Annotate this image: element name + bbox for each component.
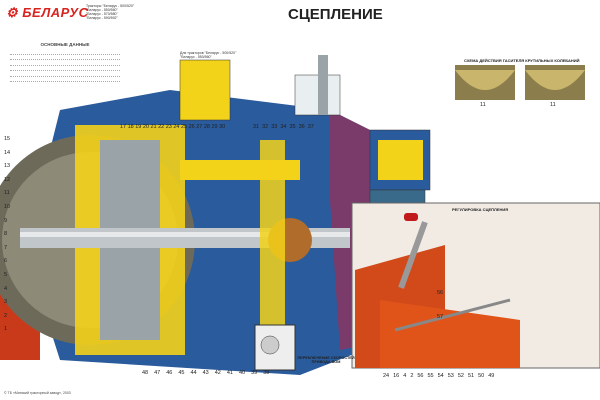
- callout-number: 49: [488, 373, 495, 379]
- callout-number: 19: [135, 124, 142, 130]
- callout-number: 34: [280, 124, 287, 130]
- callout-number: 28: [203, 124, 210, 130]
- callout-number: 10: [4, 203, 11, 210]
- damper-label-right: 11: [550, 102, 556, 108]
- table-row: [10, 77, 120, 82]
- callout-number: 11: [4, 190, 10, 197]
- callout-number: 4: [4, 285, 8, 292]
- adjustment-heading: РЕГУЛИРОВКА СЦЕПЛЕНИЯ: [452, 207, 509, 212]
- callout-number: 57: [437, 314, 444, 320]
- inset-top: [179, 59, 231, 121]
- callout-number: 42: [214, 370, 221, 376]
- callout-number: 17: [120, 124, 127, 130]
- callout-number: 52: [457, 373, 464, 379]
- callout-number: 6: [4, 258, 8, 265]
- brand-name: БЕЛАРУС: [22, 5, 89, 20]
- callout-number: 7: [4, 244, 8, 251]
- callout-number: 2: [4, 312, 8, 319]
- callout-number: 22: [158, 124, 165, 130]
- damper-heading: СХЕМА ДЕЙСТВИЯ ГАСИТЕЛЯ КРУТИЛЬНЫХ КОЛЕБ…: [464, 58, 580, 63]
- callout-number: 26: [188, 124, 195, 130]
- damper-label-left: 11: [480, 102, 486, 108]
- pto-heading: ПЕРЕКЛЮЧЕНИЕ СКОРОСТЕЙ ПРИВОДА ВОМ: [297, 356, 355, 364]
- callout-number: 24: [173, 124, 180, 130]
- callout-number: 24: [383, 373, 390, 379]
- callout-number: 54: [437, 373, 444, 379]
- callouts-bottom: 48 47 46 45 44 43 42 41 40 39 38: [142, 370, 269, 376]
- callout-number: 16: [393, 373, 400, 379]
- pto-section: ПЕРЕКЛЮЧЕНИЕ СКОРОСТЕЙ ПРИВОДА ВОМ: [296, 356, 356, 364]
- callout-number: 2: [410, 373, 414, 379]
- callout-number: 37: [307, 124, 314, 130]
- callout-number: 20: [142, 124, 149, 130]
- callout-number: 12: [4, 176, 11, 183]
- callout-number: 38: [263, 370, 270, 376]
- table-row: [10, 66, 120, 71]
- linkage-area: [380, 300, 520, 368]
- basic-data-heading: ОСНОВНЫЕ ДАННЫЕ: [40, 42, 90, 47]
- callouts-left: 15 14 13 12 11 10 9 8 7 6 5 4 3 2 1: [4, 133, 16, 337]
- callout-number: 18: [127, 124, 134, 130]
- callout-number: 8: [4, 231, 8, 238]
- callout-number: 56: [437, 290, 444, 296]
- models-list: Тракторы "Беларус - 500/520" "Беларус - …: [86, 4, 135, 20]
- inset-shaft: [294, 74, 341, 116]
- callout-number: 1: [4, 326, 8, 333]
- callout-number: 51: [468, 373, 475, 379]
- callout-number: 33: [271, 124, 278, 130]
- callout-number: 45: [178, 370, 185, 376]
- adjustment-text: РЕГУЛИРОВКА СЦЕПЛЕНИЯ: [452, 207, 592, 212]
- table-row: [10, 49, 120, 55]
- callout-number: 30: [219, 124, 226, 130]
- clutch-pedal: [398, 221, 428, 289]
- basic-data-table: ОСНОВНЫЕ ДАННЫЕ: [10, 42, 120, 82]
- table-row: [10, 60, 120, 66]
- callout-number: 32: [262, 124, 269, 130]
- callout-number: 23: [165, 124, 172, 130]
- inset-note: Для тракторов "Беларус - 500/520" "Белар…: [180, 51, 237, 59]
- callout-number: 29: [211, 124, 218, 130]
- callout-number: 35: [289, 124, 296, 130]
- brand-logo: ⚙ БЕЛАРУС: [6, 5, 89, 20]
- callout-number: 55: [427, 373, 434, 379]
- callout-number: 47: [154, 370, 161, 376]
- table-row: [10, 71, 120, 77]
- callout-number: 41: [226, 370, 233, 376]
- callout-number: 39: [251, 370, 258, 376]
- callout-number: 15: [4, 136, 11, 142]
- callout-number: 43: [202, 370, 209, 376]
- damper-section: СХЕМА ДЕЙСТВИЯ ГАСИТЕЛЯ КРУТИЛЬНЫХ КОЛЕБ…: [464, 58, 594, 63]
- footer: © ТБ «Минский тракторный завод», 2003: [4, 391, 71, 395]
- callouts-side: 56 57: [437, 290, 443, 320]
- callout-number: 44: [190, 370, 197, 376]
- callout-number: 13: [4, 163, 11, 170]
- callout-number: 46: [166, 370, 173, 376]
- callout-number: 21: [150, 124, 157, 130]
- callout-number: 36: [298, 124, 305, 130]
- callout-number: 56: [417, 373, 424, 379]
- callout-number: 25: [181, 124, 188, 130]
- table-row: [10, 55, 120, 60]
- callout-number: 48: [142, 370, 149, 376]
- callout-number: 31: [253, 124, 260, 130]
- callout-number: 3: [4, 299, 8, 306]
- callout-number: 4: [403, 373, 407, 379]
- callout-number: 53: [447, 373, 454, 379]
- page-title: СЦЕПЛЕНИЕ: [288, 6, 383, 23]
- callout-number: 50: [478, 373, 485, 379]
- callout-number: 40: [239, 370, 246, 376]
- callout-number: 9: [4, 217, 8, 224]
- callout-number: 5: [4, 271, 8, 278]
- callout-number: 14: [4, 149, 11, 156]
- callout-number: 27: [196, 124, 203, 130]
